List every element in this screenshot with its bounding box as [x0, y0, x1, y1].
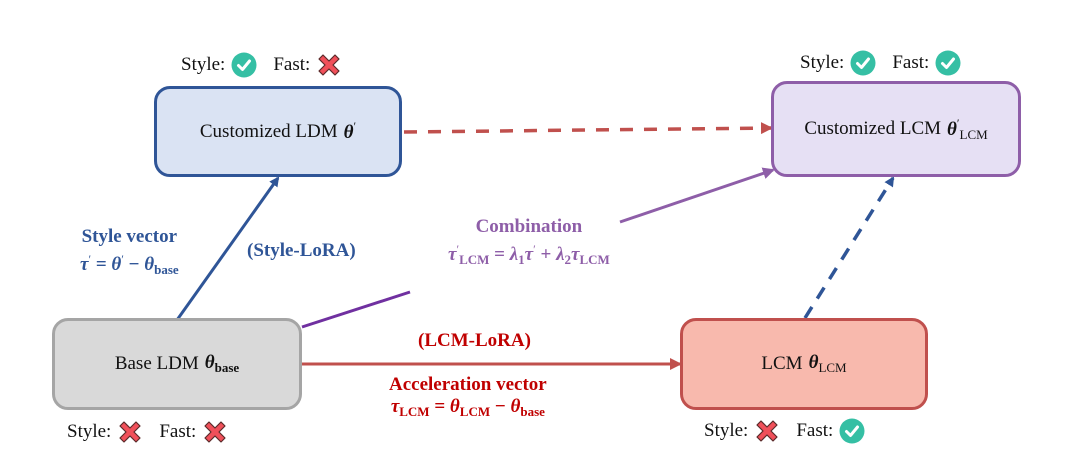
node-symbol: θLCM [808, 352, 847, 375]
style-label: Style: [181, 54, 226, 75]
style-label: Style: [800, 52, 845, 73]
acceleration-title: Acceleration vector [389, 374, 547, 395]
lcm-lora-tag: (LCM-LoRA) [418, 330, 531, 351]
node-customized-ldm: Customized LDM θ′ [154, 86, 402, 177]
node-customized-lcm: Customized LCM θ′LCM [771, 81, 1021, 177]
status-customized-ldm: Style: Fast: [181, 52, 342, 78]
status-lcm: Style: Fast: [704, 418, 865, 444]
node-symbol: θbase [204, 352, 240, 375]
combination-label: Combination τ′LCM = λ1τ′ + λ2τLCM [448, 216, 610, 271]
edge-combination [301, 290, 411, 329]
edge-dashed-ldm-to-lcm [403, 122, 773, 135]
acceleration-label: Acceleration vector τLCM = θLCM − θbase [389, 374, 547, 423]
check-icon [935, 50, 961, 76]
node-base-ldm: Base LDM θbase [52, 318, 302, 410]
style-label: Style: [67, 421, 112, 442]
edge-dashed-lcm-to-clcm [803, 176, 895, 319]
edge-style-lora [175, 176, 280, 321]
cross-icon [754, 418, 780, 444]
node-label: Customized LDM [199, 120, 338, 142]
style-vector-title: Style vector [81, 226, 178, 247]
status-customized-lcm: Style: Fast: [800, 50, 961, 76]
fast-label: Fast: [273, 54, 311, 75]
node-label: LCM [761, 353, 803, 374]
style-vector-formula: τ′ = θ′ − θbase [80, 252, 179, 277]
cross-icon [117, 419, 143, 445]
fast-label: Fast: [892, 52, 930, 73]
acceleration-formula: τLCM = θLCM − θbase [390, 396, 545, 419]
check-icon [850, 50, 876, 76]
style-vector-label: Style vector τ′ = θ′ − θbase [80, 226, 179, 281]
node-symbol: θ′LCM [947, 115, 988, 142]
combination-formula: τ′LCM = λ1τ′ + λ2τLCM [448, 242, 610, 267]
node-label: Customized LCM [804, 118, 942, 139]
node-label: Base LDM [114, 353, 199, 374]
node-symbol: θ′ [343, 119, 357, 143]
style-lora-tag: (Style-LoRA) [247, 240, 356, 261]
cross-icon [316, 52, 342, 78]
combination-title: Combination [475, 216, 583, 237]
check-icon [839, 418, 865, 444]
cross-icon [202, 419, 228, 445]
check-icon [231, 52, 257, 78]
fast-label: Fast: [159, 421, 197, 442]
node-lcm: LCM θLCM [680, 318, 928, 410]
status-base-ldm: Style: Fast: [67, 419, 228, 445]
edge-combination-tail [619, 167, 775, 224]
style-label: Style: [704, 420, 749, 441]
fast-label: Fast: [796, 420, 834, 441]
